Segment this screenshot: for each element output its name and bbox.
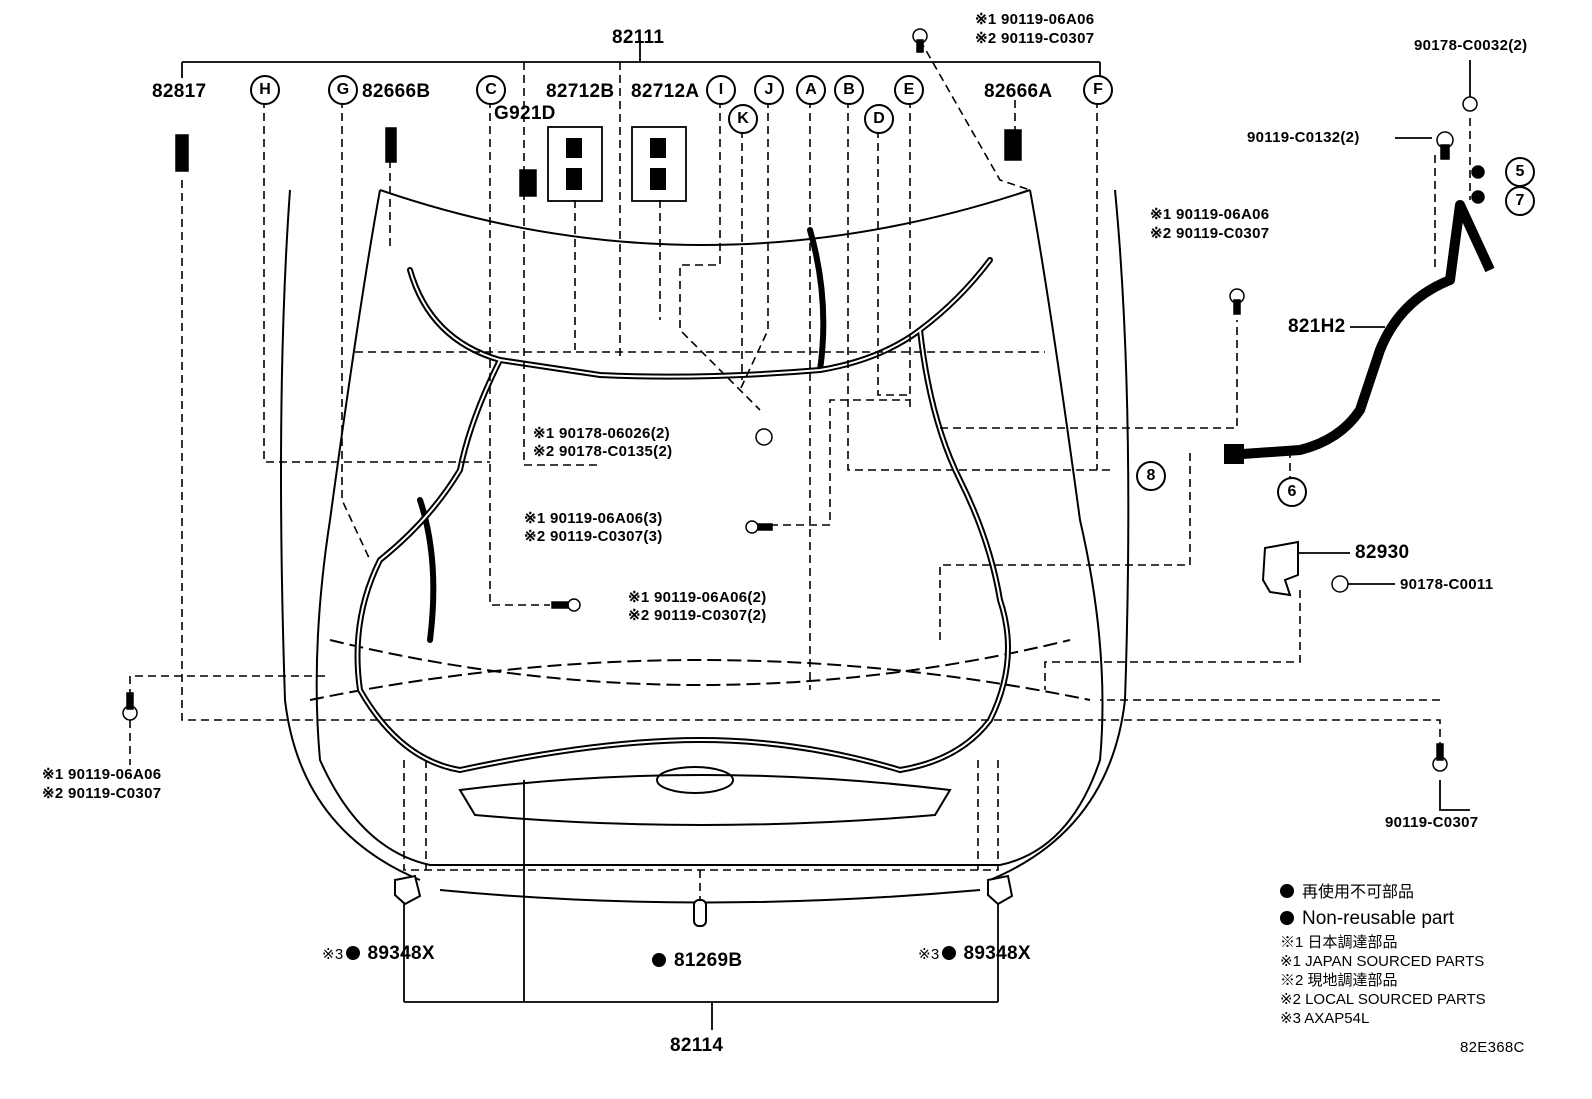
fastener-top-center-1: ※1 90119-06A06 bbox=[975, 11, 1095, 28]
part-82817-label: 82817 bbox=[152, 81, 207, 102]
part-821H2-label: 821H2 bbox=[1288, 316, 1346, 337]
legend-line-3: ※1 日本調達部品 bbox=[1280, 934, 1398, 951]
callout-7: 7 bbox=[1505, 186, 1535, 216]
part-81269B-label: 81269B bbox=[652, 951, 742, 970]
part-82930-label: 82930 bbox=[1355, 542, 1410, 563]
part-G921D-label: G921D bbox=[494, 103, 556, 124]
fastener-top-right-b: 90119-C0132(2) bbox=[1247, 129, 1360, 146]
callout-B: B bbox=[834, 75, 864, 105]
bolt-icon bbox=[122, 28, 1485, 772]
callout-E: E bbox=[894, 75, 924, 105]
diagram-code: 82E368C bbox=[1460, 1039, 1525, 1056]
legend-line-4: ※1 JAPAN SOURCED PARTS bbox=[1280, 953, 1485, 970]
grommet-right bbox=[987, 874, 1014, 906]
callout-H: H bbox=[250, 75, 280, 105]
harness-821H2 bbox=[1227, 200, 1495, 460]
part-81269B-icon bbox=[693, 899, 707, 927]
part-82712A-label: 82712A bbox=[631, 81, 700, 102]
part-82666A-label: 82666A bbox=[984, 81, 1053, 102]
relay-box-82712B bbox=[547, 126, 603, 202]
bracket-82930 bbox=[1261, 540, 1299, 597]
legend-line-5: ※2 現地調達部品 bbox=[1280, 972, 1398, 989]
relay-box-82712A bbox=[631, 126, 687, 202]
fastener-clip-1: ※1 90178-06026(2) bbox=[533, 425, 670, 442]
fastener-nut-82930: 90178-C0011 bbox=[1400, 576, 1494, 593]
fastener-bolt2-2: ※2 90119-C0307(2) bbox=[628, 607, 767, 624]
part-82111-label: 82111 bbox=[612, 27, 665, 48]
part-82114-label: 82114 bbox=[670, 1035, 724, 1056]
fastener-mid-right-2: ※2 90119-C0307 bbox=[1150, 225, 1270, 242]
callout-A: A bbox=[796, 75, 826, 105]
legend-line-2: Non-reusable part bbox=[1302, 908, 1455, 929]
fastener-top-center-2: ※2 90119-C0307 bbox=[975, 30, 1095, 47]
fastener-left-1: ※1 90119-06A06 bbox=[42, 766, 162, 783]
callout-F: F bbox=[1083, 75, 1113, 105]
part-82666B-label: 82666B bbox=[362, 81, 431, 102]
fastener-clip-2: ※2 90178-C0135(2) bbox=[533, 443, 673, 460]
grommet-left bbox=[394, 874, 422, 906]
legend: 再使用不可部品 Non-reusable part ※1 日本調達部品 ※1 J… bbox=[1280, 884, 1486, 1026]
body-outline bbox=[315, 189, 1104, 866]
callout-8: 8 bbox=[1136, 461, 1166, 491]
fastener-bolt2-1: ※1 90119-06A06(2) bbox=[628, 589, 767, 606]
fastener-top-right-a: 90178-C0032(2) bbox=[1414, 37, 1528, 54]
callout-I: I bbox=[706, 75, 736, 105]
fastener-bolt3-2: ※2 90119-C0307(3) bbox=[524, 528, 663, 545]
fastener-bolt3-1: ※1 90119-06A06(3) bbox=[524, 510, 663, 527]
callout-K: K bbox=[728, 104, 758, 134]
non-reusable-dot-icon bbox=[1280, 884, 1294, 898]
legend-line-6: ※2 LOCAL SOURCED PARTS bbox=[1280, 991, 1486, 1008]
callout-C: C bbox=[476, 75, 506, 105]
callout-5: 5 bbox=[1505, 157, 1535, 187]
callout-J: J bbox=[754, 75, 784, 105]
fastener-left-2: ※2 90119-C0307 bbox=[42, 785, 162, 802]
callout-D: D bbox=[864, 104, 894, 134]
part-82712B-label: 82712B bbox=[546, 81, 615, 102]
legend-line-7: ※3 AXAP54L bbox=[1280, 1010, 1370, 1027]
non-reusable-dot-icon bbox=[1280, 911, 1294, 925]
fastener-mid-right-1: ※1 90119-06A06 bbox=[1150, 206, 1270, 223]
fastener-right-bolt: 90119-C0307 bbox=[1385, 814, 1479, 831]
legend-line-1: 再使用不可部品 bbox=[1302, 884, 1415, 901]
callout-6: 6 bbox=[1277, 477, 1307, 507]
callout-G: G bbox=[328, 75, 358, 105]
